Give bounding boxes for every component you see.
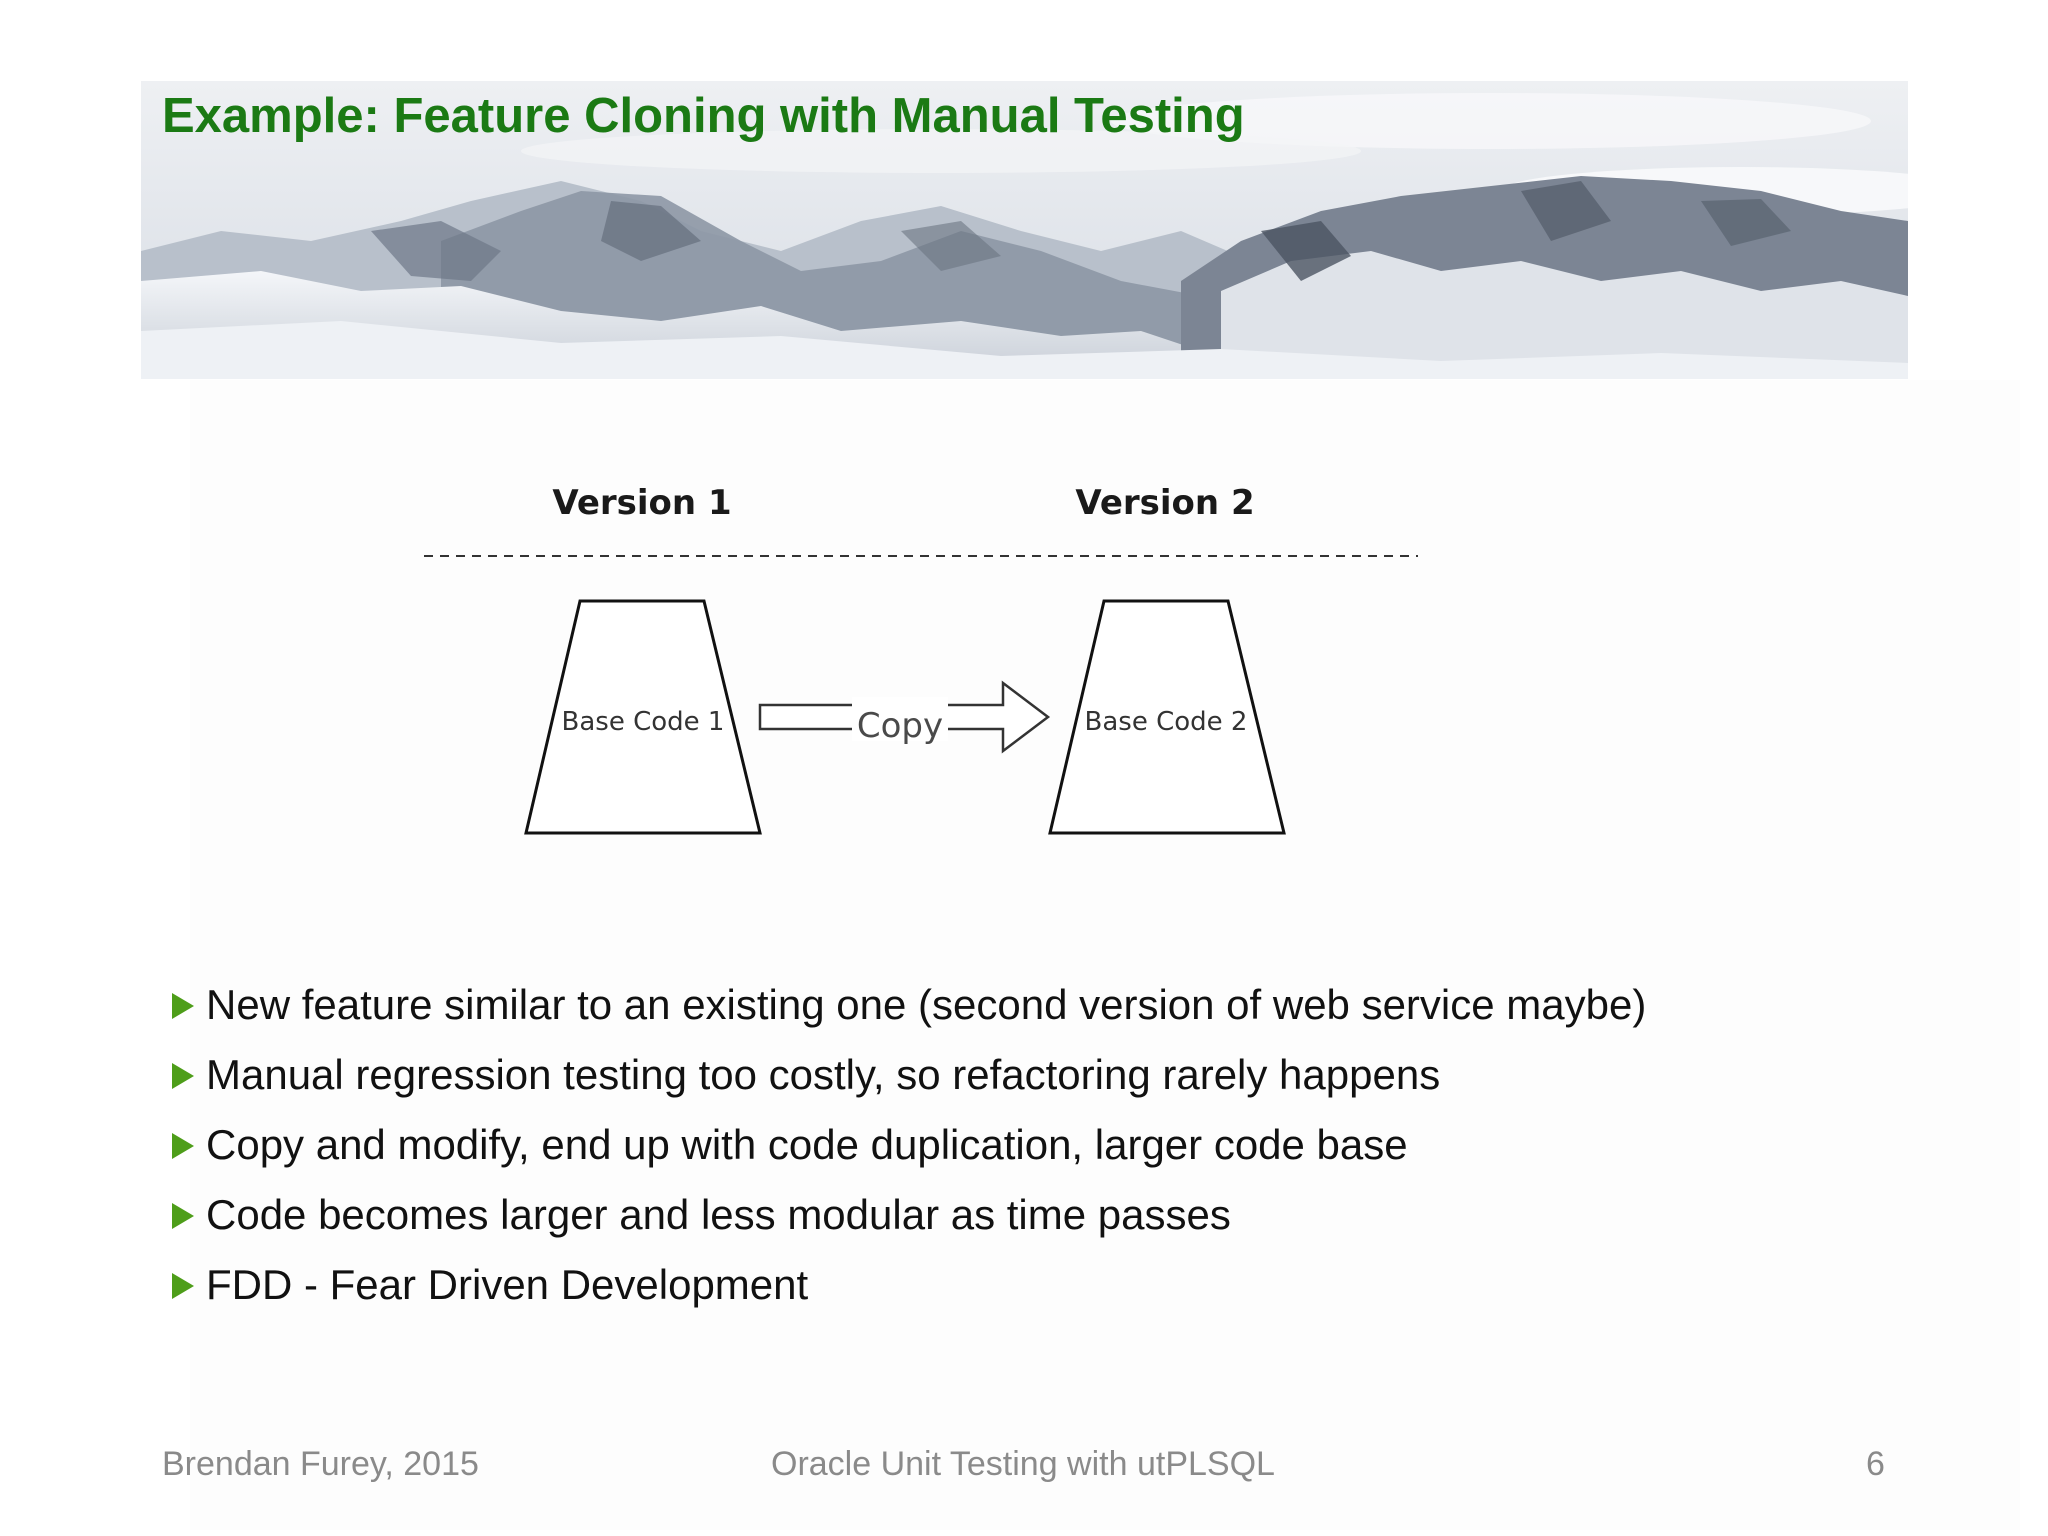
slide-content-panel: [190, 380, 2020, 1530]
base-code-1-label: Base Code 1: [562, 707, 725, 737]
triangle-bullet-icon: [172, 1203, 194, 1229]
base-code-2-box: [1048, 599, 1286, 835]
triangle-bullet-icon: [172, 1063, 194, 1089]
bullet-text: New feature similar to an existing one (…: [206, 981, 1647, 1028]
slide-title: Example: Feature Cloning with Manual Tes…: [162, 89, 1245, 143]
footer-author: Brendan Furey, 2015: [162, 1445, 479, 1483]
header-banner-image: [141, 81, 1908, 379]
bullet-item: Code becomes larger and less modular as …: [168, 1180, 1646, 1250]
bullet-item: FDD - Fear Driven Development: [168, 1250, 1646, 1320]
bullet-text: FDD - Fear Driven Development: [206, 1261, 809, 1308]
bullet-text: Copy and modify, end up with code duplic…: [206, 1121, 1408, 1168]
bullet-item: Manual regression testing too costly, so…: [168, 1040, 1646, 1110]
bullet-list: New feature similar to an existing one (…: [168, 970, 1646, 1320]
bullet-item: Copy and modify, end up with code duplic…: [168, 1110, 1646, 1180]
copy-label-backdrop: [852, 697, 948, 741]
triangle-bullet-icon: [172, 993, 194, 1019]
version-1-label: Version 1: [552, 483, 731, 523]
bullet-item: New feature similar to an existing one (…: [168, 970, 1646, 1040]
base-code-2-label: Base Code 2: [1085, 707, 1248, 737]
version-2-label: Version 2: [1075, 483, 1254, 523]
bullet-text: Manual regression testing too costly, so…: [206, 1051, 1441, 1098]
base-code-1-box: [524, 599, 762, 835]
copy-arrow-label: Copy: [857, 706, 943, 746]
footer-page-number: 6: [1866, 1445, 1885, 1483]
triangle-bullet-icon: [172, 1273, 194, 1299]
snowy-mountains-image: [141, 81, 1908, 379]
footer-presentation-title: Oracle Unit Testing with utPLSQL: [771, 1445, 1275, 1483]
triangle-bullet-icon: [172, 1133, 194, 1159]
bullet-text: Code becomes larger and less modular as …: [206, 1191, 1231, 1238]
